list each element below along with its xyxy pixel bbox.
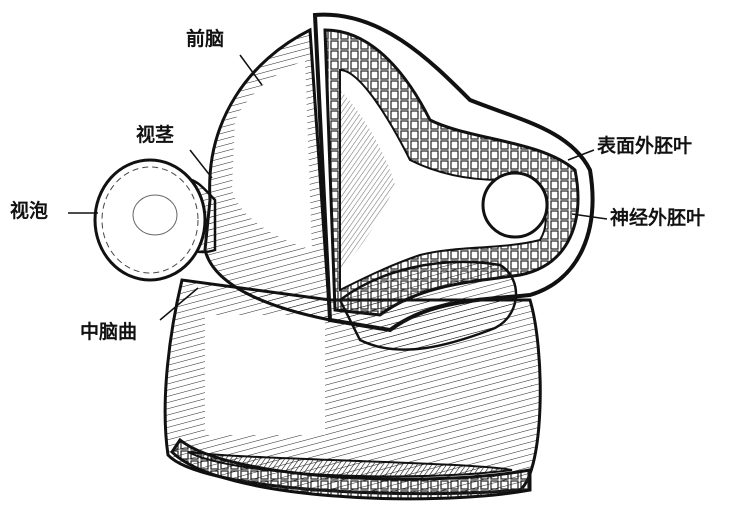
label-neural-ectoderm: 神经外胚叶 <box>610 209 705 228</box>
leader-optic-stalk <box>190 150 212 178</box>
optic-recess <box>483 173 547 237</box>
label-midbrain-flexure: 中脑曲 <box>80 323 137 342</box>
label-surface-ectoderm: 表面外胚叶 <box>597 137 692 156</box>
optic-vesicle-core <box>133 195 177 235</box>
label-forebrain: 前脑 <box>186 30 224 49</box>
neural-tube-light-face <box>205 315 325 435</box>
label-optic-vesicle: 视泡 <box>10 202 48 221</box>
label-optic-stalk: 视茎 <box>136 126 174 145</box>
